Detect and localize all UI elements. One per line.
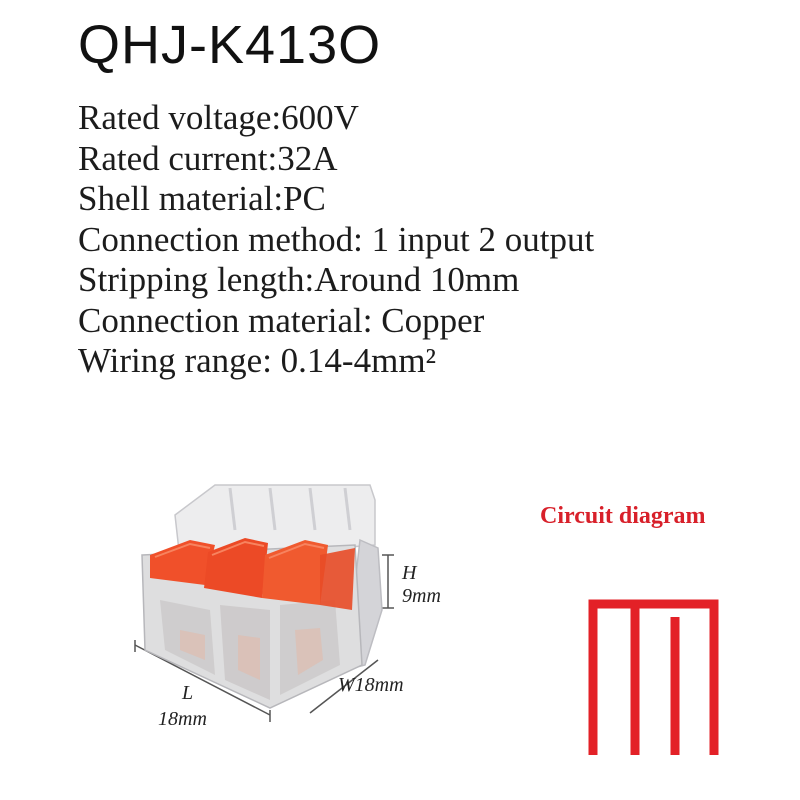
connector-illustration: H 9mm W18mm L 18mm [120,460,460,760]
spec-wiring-range: Wiring range: 0.14-4mm² [78,341,437,380]
circuit-diagram-label: Circuit diagram [540,503,706,529]
spec-rated-current: Rated current:32A [78,138,338,178]
spec-rated-voltage: Rated voltage:600V [78,98,359,137]
height-dimension: H 9mm [402,562,441,607]
circuit-diagram-graphic [588,599,719,755]
spec-connection-material: Connection material: Copper [78,300,485,340]
length-dimension-value: 18mm [158,708,207,730]
length-dimension-label: L [182,682,194,704]
spec-connection-method: Connection method: 1 input 2 output [78,219,595,259]
product-model-title: QHJ-K413O [78,15,382,75]
circuit-diagram [588,595,723,760]
spec-stripping-length: Stripping length:Around 10mm [78,260,520,299]
connector-image [134,484,394,722]
spec-list: Rated voltage:600V Rated current:32A She… [78,98,594,382]
spec-shell-material: Shell material:PC [78,179,326,218]
width-dimension: W18mm [338,674,404,696]
